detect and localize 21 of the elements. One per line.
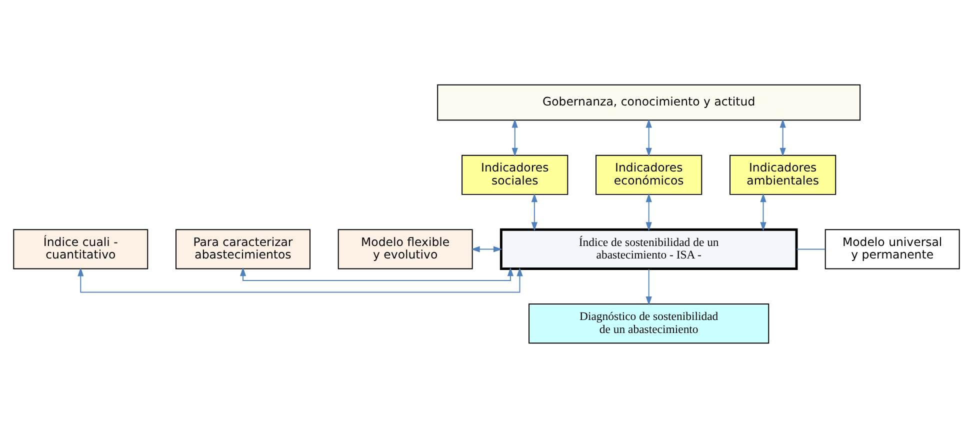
node-box: Para caracterizar abastecimientos	[176, 229, 310, 270]
node-box: Indicadores sociales	[462, 154, 568, 195]
arrow	[646, 268, 652, 306]
arrow	[531, 193, 538, 231]
arrow	[646, 193, 652, 231]
node-box: Indicadores ambientales	[730, 154, 836, 195]
connector	[796, 248, 826, 250]
arrow	[780, 118, 786, 157]
node-box: Indicadores económicos	[596, 154, 702, 195]
arrow	[646, 118, 652, 157]
arrow	[78, 267, 523, 293]
node-box: Diagnóstico de sostenibilidad de un abastecimiento	[528, 303, 770, 344]
node-box: Modelo universal y permanente	[824, 229, 960, 270]
arrow	[240, 267, 514, 281]
node-box: Índice cuali - cuantitativo	[13, 229, 148, 270]
node-box: Índice de sostenibilidad de un abastecimiento - ISA -	[500, 228, 798, 270]
node-box: Modelo flexible y evolutivo	[338, 229, 473, 270]
arrow	[760, 193, 766, 231]
arrow	[471, 246, 502, 252]
node-box: Gobernanza, conocimiento y actitud	[437, 84, 861, 121]
arrow	[512, 118, 518, 157]
